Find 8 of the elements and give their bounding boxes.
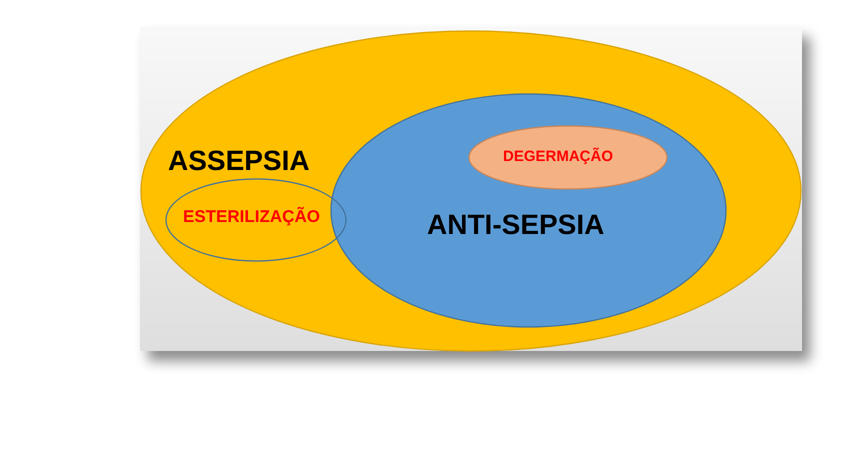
set-ellipse bbox=[140, 30, 802, 352]
set-label: ESTERILIZAÇÃO bbox=[183, 208, 320, 225]
set-ellipse bbox=[468, 125, 668, 190]
set-ellipse bbox=[165, 178, 347, 262]
set-label: DEGERMAÇÃO bbox=[503, 149, 614, 164]
set-ellipse bbox=[330, 93, 727, 328]
set-label: ANTI-SEPSIA bbox=[427, 211, 604, 239]
set-label: ASSEPSIA bbox=[168, 147, 310, 175]
